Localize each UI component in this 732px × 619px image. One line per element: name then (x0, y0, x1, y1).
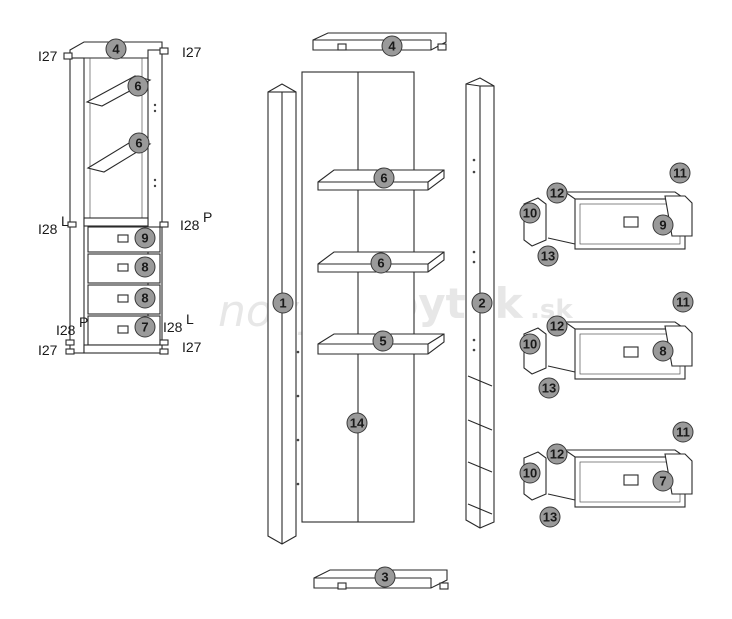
svg-text:11: 11 (673, 166, 687, 181)
badge-13-c: 13 (539, 506, 561, 528)
badge-14: 14 (346, 412, 368, 434)
svg-text:9: 9 (141, 231, 148, 246)
badge-13-a: 13 (537, 245, 559, 267)
svg-text:11: 11 (676, 425, 690, 440)
handle-icon (117, 263, 129, 272)
badge-4-left: 4 (105, 38, 127, 60)
badge-10-a: 10 (519, 202, 541, 224)
exploded-parts (267, 32, 495, 590)
label-i27-top-right: I27 (182, 44, 202, 60)
svg-text:6: 6 (135, 136, 142, 151)
svg-text:10: 10 (523, 337, 537, 352)
badge-6-left-upper: 6 (127, 75, 149, 97)
svg-text:6: 6 (380, 171, 387, 186)
badge-6-left-lower: 6 (128, 132, 150, 154)
badge-3: 3 (374, 566, 396, 588)
svg-text:13: 13 (543, 510, 557, 525)
hardware-pins (63, 47, 169, 355)
svg-text:1: 1 (279, 296, 286, 311)
svg-text:7: 7 (659, 474, 666, 489)
badge-1: 1 (272, 292, 294, 314)
badge-12-a: 12 (546, 182, 568, 204)
label-i28-bottom-right: I28 (163, 319, 183, 335)
svg-text:3: 3 (381, 570, 388, 585)
svg-text:12: 12 (550, 447, 564, 462)
svg-text:13: 13 (541, 249, 555, 264)
handle-icon (623, 474, 639, 486)
cabinet-divider (83, 217, 149, 227)
label-i28-right-sup: P (203, 209, 212, 225)
badge-7: 7 (652, 470, 674, 492)
badge-8: 8 (652, 340, 674, 362)
badge-6-b: 6 (370, 252, 392, 274)
svg-text:8: 8 (141, 260, 148, 275)
svg-text:10: 10 (523, 466, 537, 481)
svg-text:4: 4 (112, 42, 120, 57)
badge-8-left-b: 8 (134, 287, 156, 309)
label-i27-bottom-left: I27 (38, 342, 58, 358)
handle-icon (117, 234, 129, 243)
svg-text:11: 11 (676, 295, 690, 310)
svg-text:8: 8 (659, 344, 666, 359)
part-badges: 4 6 6 9 8 8 7 4 6 6 5 1 2 14 3 11 12 10 … (105, 35, 694, 588)
label-i28-bottom-right-sup: L (186, 311, 194, 327)
badge-7-left: 7 (134, 316, 156, 338)
badge-4: 4 (381, 35, 403, 57)
badge-8-left-a: 8 (134, 256, 156, 278)
handle-icon (623, 346, 639, 358)
label-i27-bottom-right: I27 (182, 339, 202, 355)
badge-9: 9 (652, 214, 674, 236)
badge-12-c: 12 (546, 443, 568, 465)
svg-text:4: 4 (388, 39, 396, 54)
assembled-cabinet (63, 41, 169, 355)
label-i28-bottom-left-sup: P (79, 314, 88, 330)
badge-12-b: 12 (546, 315, 568, 337)
svg-text:12: 12 (550, 319, 564, 334)
label-i28-left-sup: L (61, 213, 69, 229)
part-top-board (312, 32, 447, 51)
svg-text:8: 8 (141, 291, 148, 306)
handle-icon (117, 294, 129, 303)
svg-text:12: 12 (550, 186, 564, 201)
handle-icon (623, 216, 639, 228)
handle-icon (117, 325, 129, 334)
svg-text:7: 7 (141, 320, 148, 335)
svg-text:13: 13 (542, 381, 556, 396)
svg-text:6: 6 (377, 256, 384, 271)
svg-text:6: 6 (134, 79, 141, 94)
drawer-rails (467, 375, 493, 515)
svg-text:10: 10 (523, 206, 537, 221)
badge-6-a: 6 (373, 167, 395, 189)
badge-11-a: 11 (669, 162, 691, 184)
svg-text:9: 9 (659, 218, 666, 233)
cabinet-bottom-board (83, 344, 163, 354)
label-i27-top-left: I27 (38, 48, 58, 64)
svg-text:14: 14 (350, 416, 365, 431)
hardware-labels: I27 I27 I28 L I28 P I28 P I28 L I27 I27 (38, 44, 212, 358)
badge-5: 5 (372, 330, 394, 352)
badge-10-b: 10 (519, 333, 541, 355)
badge-10-c: 10 (519, 462, 541, 484)
badge-11-b: 11 (672, 291, 694, 313)
svg-text:5: 5 (379, 334, 386, 349)
badge-13-b: 13 (538, 377, 560, 399)
label-i28-bottom-left: I28 (56, 322, 76, 338)
label-i28-left: I28 (38, 221, 58, 237)
badge-11-c: 11 (672, 421, 694, 443)
label-i28-right: I28 (180, 217, 200, 233)
badge-9-left: 9 (134, 227, 156, 249)
cabinet-left-side (69, 57, 85, 354)
svg-text:2: 2 (478, 296, 485, 311)
badge-2: 2 (471, 292, 493, 314)
